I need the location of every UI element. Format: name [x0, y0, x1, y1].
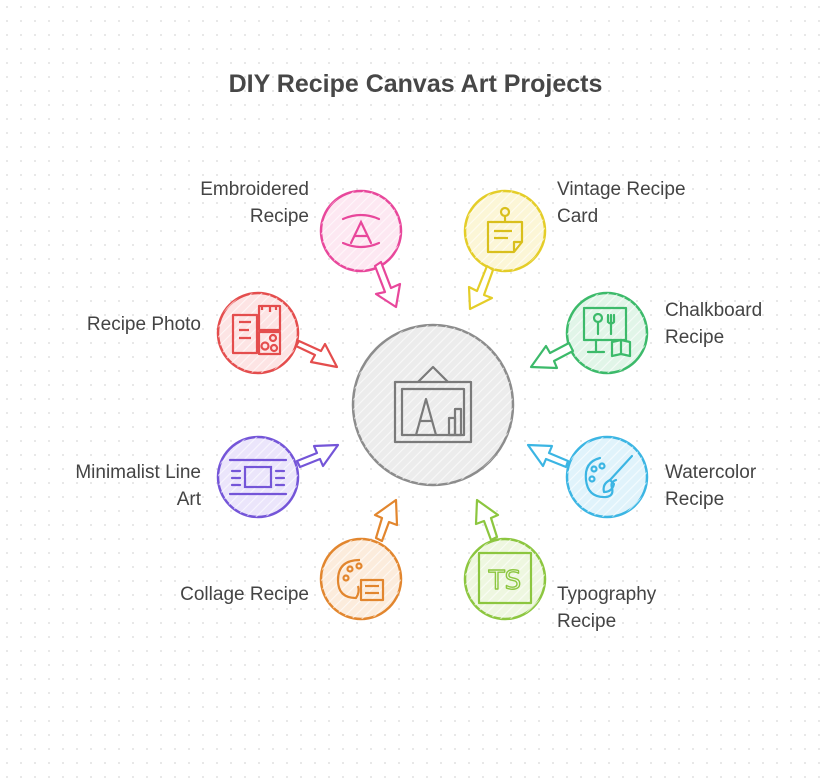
- arrow-embroidered-recipe: [373, 260, 402, 309]
- palette-swatch-icon: [336, 558, 385, 602]
- line-layout-icon: [228, 458, 288, 496]
- chalkboard-icon: [582, 306, 632, 358]
- embroidery-hoop-icon: [341, 213, 381, 249]
- node-minimalist-line-art: [216, 435, 340, 519]
- arrow-vintage-recipe-card: [467, 264, 495, 311]
- typography-icon: TS: [477, 551, 533, 605]
- framed-canvas-icon: [393, 365, 473, 444]
- node-chalkboard-recipe: [529, 291, 649, 375]
- label-chalkboard-recipe: Chalkboard Recipe: [665, 300, 763, 348]
- label-minimalist-line-art: Minimalist Line Art: [75, 462, 201, 510]
- paint-palette-icon: [584, 454, 634, 499]
- svg-text:TS: TS: [488, 566, 521, 596]
- node-watercolor-recipe: [526, 435, 649, 519]
- arrow-typography-recipe: [474, 498, 500, 542]
- photo-collage-icon: [231, 304, 282, 356]
- label-typography-recipe: Typography Recipe: [557, 584, 657, 632]
- arrow-chalkboard-recipe: [529, 341, 575, 370]
- node-embroidered-recipe: [319, 189, 403, 309]
- label-vintage-recipe-card: Vintage Recipe Card: [557, 179, 686, 227]
- arrow-minimalist-line-art: [295, 443, 340, 469]
- pinned-note-icon: [486, 206, 524, 254]
- label-embroidered-recipe: Embroidered Recipe: [200, 179, 309, 227]
- node-vintage-recipe-card: [463, 189, 547, 311]
- arrow-watercolor-recipe: [526, 443, 570, 469]
- node-collage-recipe: [319, 498, 403, 621]
- label-collage-recipe: Collage Recipe: [180, 584, 309, 605]
- center-node: [351, 323, 515, 487]
- diagram-title: DIY Recipe Canvas Art Projects: [228, 70, 603, 98]
- node-recipe-photo: [216, 291, 339, 375]
- label-watercolor-recipe: Watercolor Recipe: [665, 462, 757, 510]
- arrow-collage-recipe: [373, 498, 399, 543]
- node-typography-recipe: TS: [463, 498, 547, 621]
- arrow-recipe-photo: [294, 339, 339, 369]
- label-recipe-photo: Recipe Photo: [86, 314, 201, 335]
